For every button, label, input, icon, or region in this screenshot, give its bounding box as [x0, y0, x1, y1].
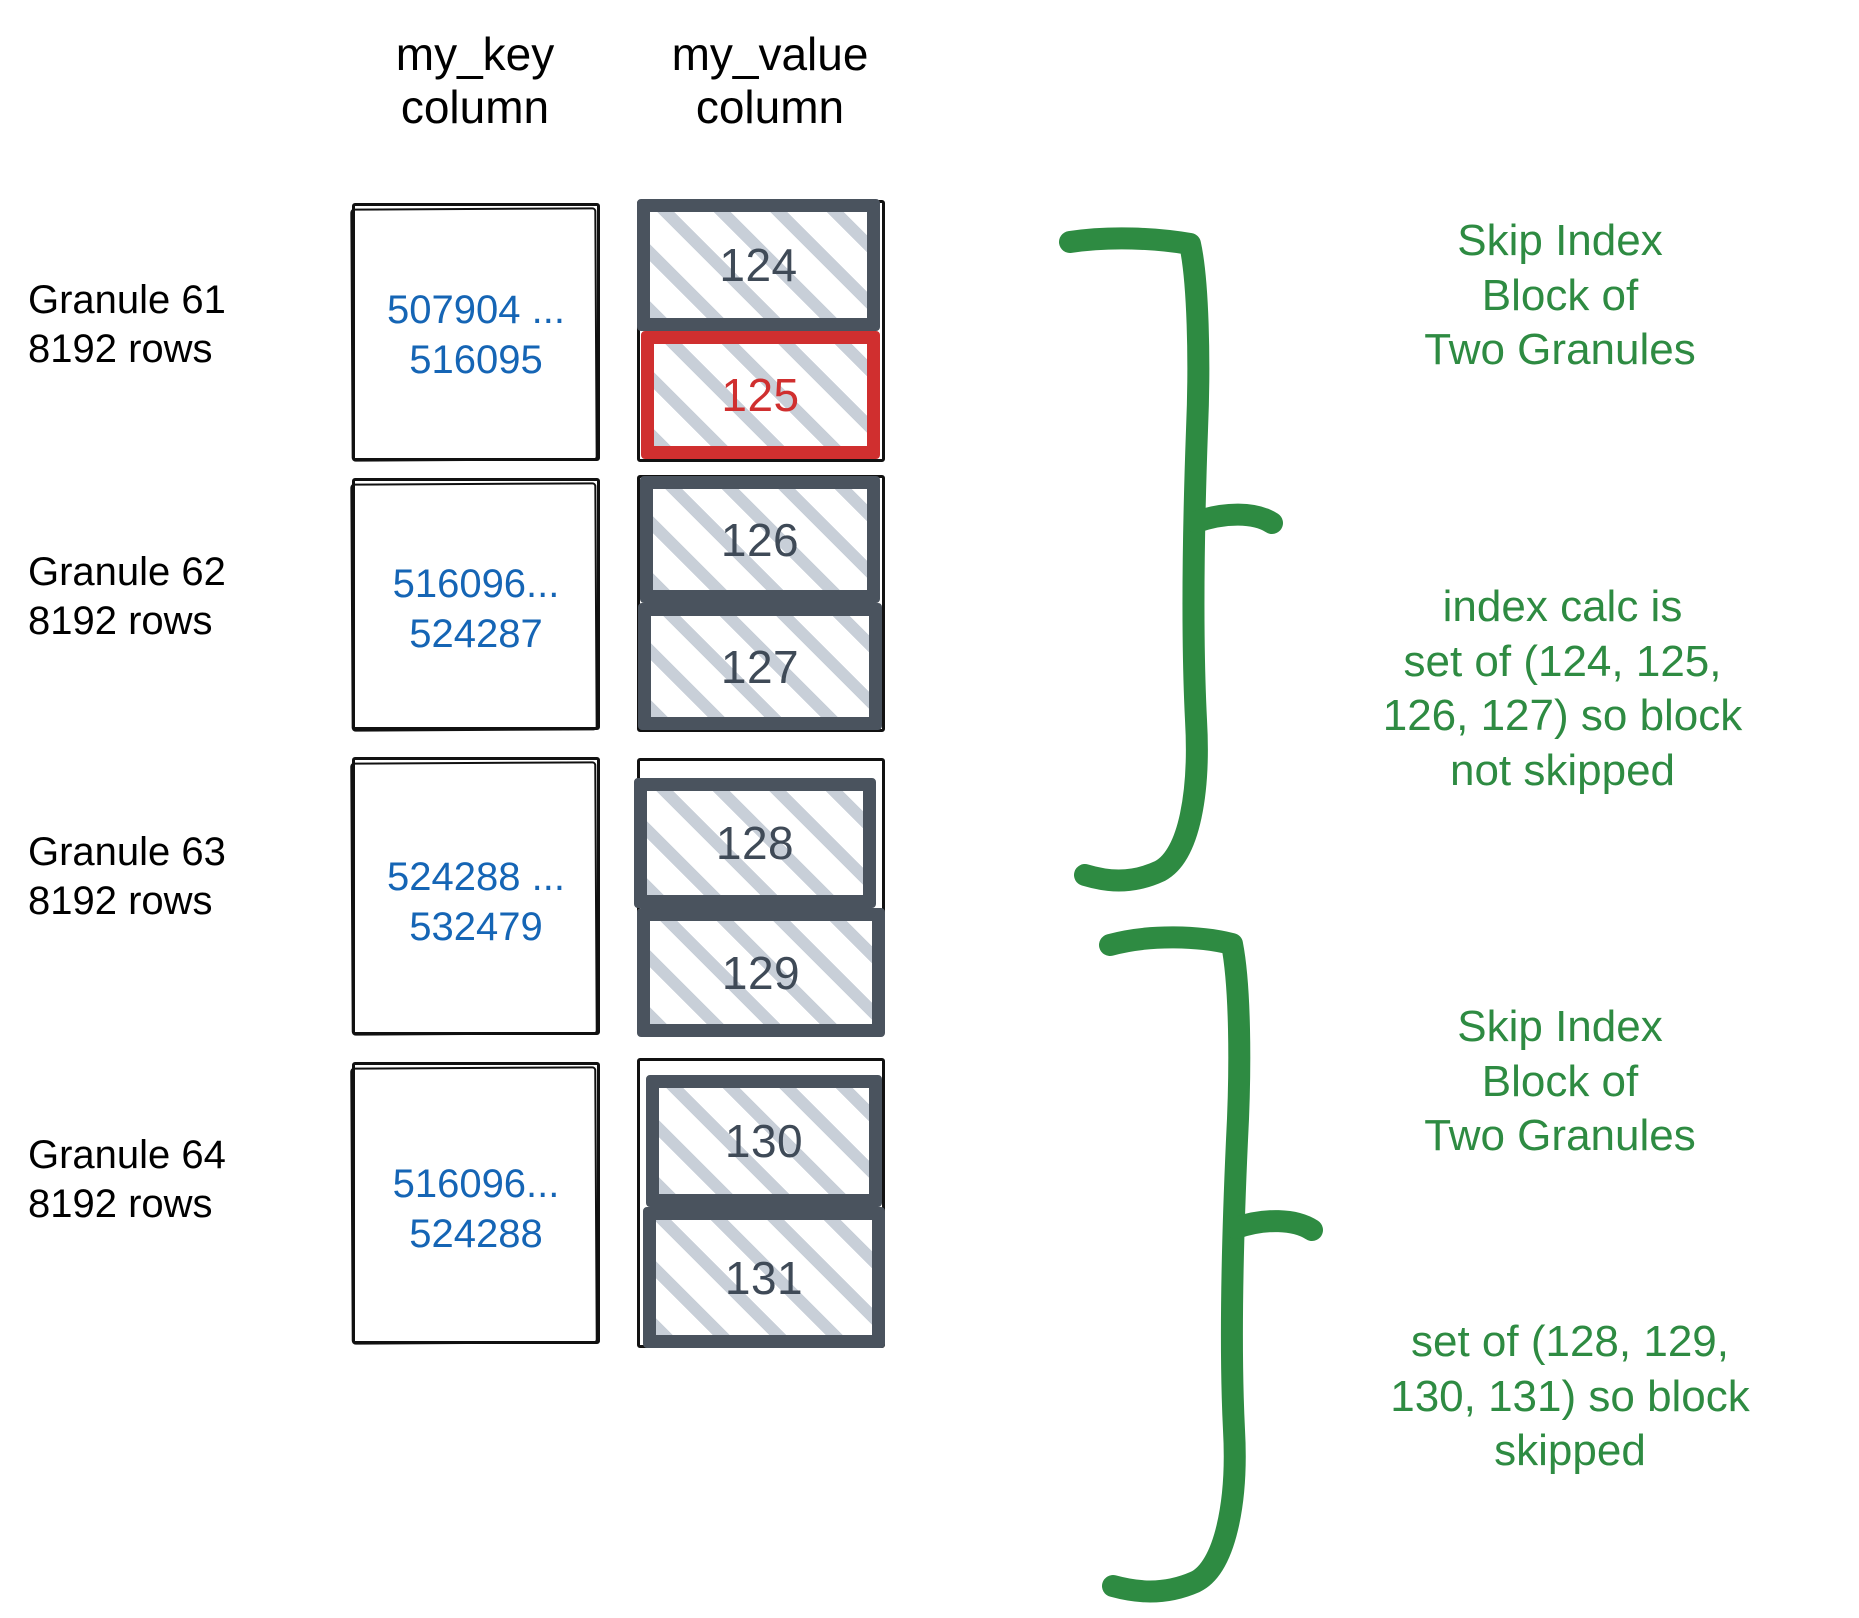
skip-index-bracket-top — [1059, 227, 1283, 892]
key-range-granule-64: 516096... 524288 — [392, 1162, 560, 1256]
value-cell-131: 131 — [643, 1207, 885, 1348]
value-cell-126: 126 — [640, 476, 880, 603]
value-number-128: 128 — [715, 817, 795, 869]
annotation-index-calc-not-skipped: index calc is set of (124, 125, 126, 127… — [1382, 582, 1743, 795]
key-box-granule-64: 516096... 524288 — [352, 1062, 600, 1344]
value-number-127: 127 — [720, 640, 800, 693]
value-number-126: 126 — [720, 513, 800, 566]
value-number-129: 129 — [721, 946, 801, 999]
granule-label-61: Granule 61 8192 rows — [28, 278, 226, 371]
value-number-125: 125 — [721, 369, 800, 421]
granule-label-63: Granule 63 8192 rows — [28, 830, 226, 923]
value-cell-125-highlighted: 125 — [641, 331, 880, 459]
my-value-column-header: my_value column — [671, 28, 869, 133]
value-number-130: 130 — [724, 1115, 804, 1167]
value-cell-128: 128 — [634, 778, 876, 908]
value-cell-130: 130 — [646, 1075, 882, 1207]
key-range-granule-62: 516096... 524287 — [392, 562, 560, 656]
key-range-granule-63: 524288 ... 532479 — [387, 855, 565, 949]
value-number-124: 124 — [719, 239, 798, 291]
key-box-granule-62: 516096... 524287 — [352, 478, 600, 730]
value-cell-129: 129 — [637, 908, 885, 1037]
annotation-skip-index-block-top: Skip Index Block of Two Granules — [1424, 216, 1696, 375]
value-cell-127: 127 — [638, 603, 882, 730]
value-cell-124: 124 — [637, 199, 880, 331]
key-box-granule-63: 524288 ... 532479 — [352, 757, 600, 1035]
my-key-column-header: my_key column — [395, 28, 555, 133]
granule-label-62: Granule 62 8192 rows — [28, 550, 226, 643]
skip-index-bracket-bottom — [1099, 926, 1323, 1603]
granule-label-64: Granule 64 8192 rows — [28, 1133, 226, 1226]
annotation-set-skipped: set of (128, 129, 130, 131) so block ski… — [1390, 1317, 1750, 1476]
value-number-131: 131 — [724, 1251, 804, 1304]
key-box-granule-61: 507904 ... 516095 — [352, 203, 600, 461]
annotation-skip-index-block-bottom: Skip Index Block of Two Granules — [1424, 1002, 1696, 1161]
key-range-granule-61: 507904 ... 516095 — [387, 288, 565, 382]
